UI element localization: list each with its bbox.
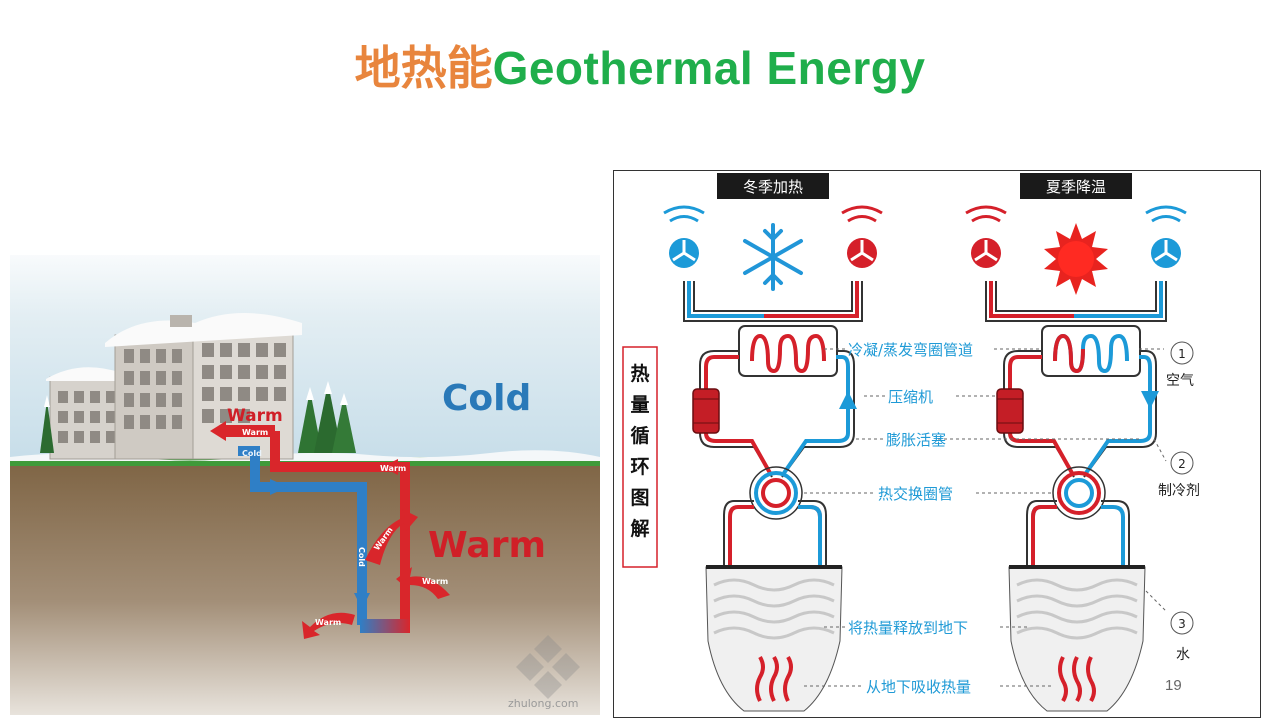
label-warm-big: Warm <box>428 525 546 566</box>
side-title-char: 循 <box>630 424 649 447</box>
large-building <box>105 313 302 460</box>
compressor-icon <box>692 388 720 434</box>
label-warm-arrow2: Warm <box>422 577 448 586</box>
expansion-valve-icon-2 <box>1141 391 1159 409</box>
label-coil: 冷凝/蒸发弯圈管道 <box>848 341 973 359</box>
zhulong-logo-icon <box>516 635 580 699</box>
watermark-text: zhulong.com <box>508 697 578 710</box>
label-absorb: 从地下吸收热量 <box>866 678 971 696</box>
cool-signal-icon-2 <box>1145 205 1187 223</box>
legend-num-1: 1 <box>1178 347 1186 361</box>
label-warm-pipe: Warm <box>227 406 283 426</box>
expansion-valve-icon <box>839 391 857 409</box>
label-valve: 膨胀活塞 <box>886 431 946 449</box>
side-title-box <box>622 346 658 568</box>
label-warm-small: Warm <box>242 428 268 437</box>
cool-signal-icon <box>663 205 705 223</box>
page-number: 19 <box>1165 677 1182 694</box>
legend: 1 空气 2 制冷剂 3 水 <box>1158 341 1200 663</box>
heat-exchanger-icon-2 <box>1057 471 1101 515</box>
legend-num-3: 3 <box>1178 617 1186 631</box>
legend-text-2: 制冷剂 <box>1158 483 1200 499</box>
side-title-char: 图 <box>630 487 649 509</box>
heat-cycle-diagram: 冬季加热 夏季降温 热量循 环图解 <box>613 170 1261 718</box>
winter-cycle <box>663 205 883 712</box>
label-warm-arrow3: Warm <box>315 618 341 627</box>
ground <box>10 463 600 715</box>
summer-cycle <box>965 205 1187 712</box>
slide-title: 地热能Geothermal Energy <box>0 38 1280 98</box>
grass <box>10 457 600 466</box>
geothermal-illustration: Warm Cold Warm Cold Warm Warm Warm Warm … <box>10 195 600 715</box>
label-cold-small: Cold <box>242 449 262 458</box>
title-english: Geothermal Energy <box>492 42 926 94</box>
trees <box>40 381 356 453</box>
legend-num-2: 2 <box>1178 457 1186 471</box>
compressor-icon-2 <box>996 388 1024 434</box>
warm-signal-icon-2 <box>965 205 1007 223</box>
side-title: 热量循 环图解 <box>630 362 649 540</box>
label-release: 将热量释放到地下 <box>848 619 968 637</box>
warm-heat-arrows <box>302 509 450 639</box>
side-title-char: 解 <box>630 517 649 540</box>
snowflake-icon <box>743 223 803 291</box>
small-building <box>46 367 122 460</box>
label-exchanger: 热交换圈管 <box>878 485 953 503</box>
title-chinese: 地热能 <box>354 41 493 95</box>
label-warm-return: Warm <box>380 464 406 473</box>
sun-icon <box>1044 223 1108 295</box>
legend-text-3: 水 <box>1176 647 1190 663</box>
heat-exchanger-icon <box>754 471 798 515</box>
leader-lines <box>804 348 1167 687</box>
heat-down-arrows-icon <box>1058 656 1096 703</box>
label-compressor: 压缩机 <box>888 388 933 406</box>
warm-signal-icon <box>841 205 883 223</box>
label-cold-big: Cold <box>442 378 531 419</box>
side-title-char: 环 <box>630 456 649 478</box>
ground-loop-pipes <box>210 421 410 633</box>
header-winter: 冬季加热 <box>743 178 803 196</box>
label-cold-vertical: Cold <box>357 547 366 567</box>
header-summer-box <box>1020 173 1132 199</box>
legend-text-1: 空气 <box>1166 373 1194 389</box>
heat-up-arrows-icon <box>755 655 793 702</box>
side-title-char: 热 <box>630 362 649 385</box>
header-summer: 夏季降温 <box>1046 178 1106 196</box>
side-title-char: 量 <box>630 394 649 416</box>
header-winter-box <box>717 173 829 199</box>
